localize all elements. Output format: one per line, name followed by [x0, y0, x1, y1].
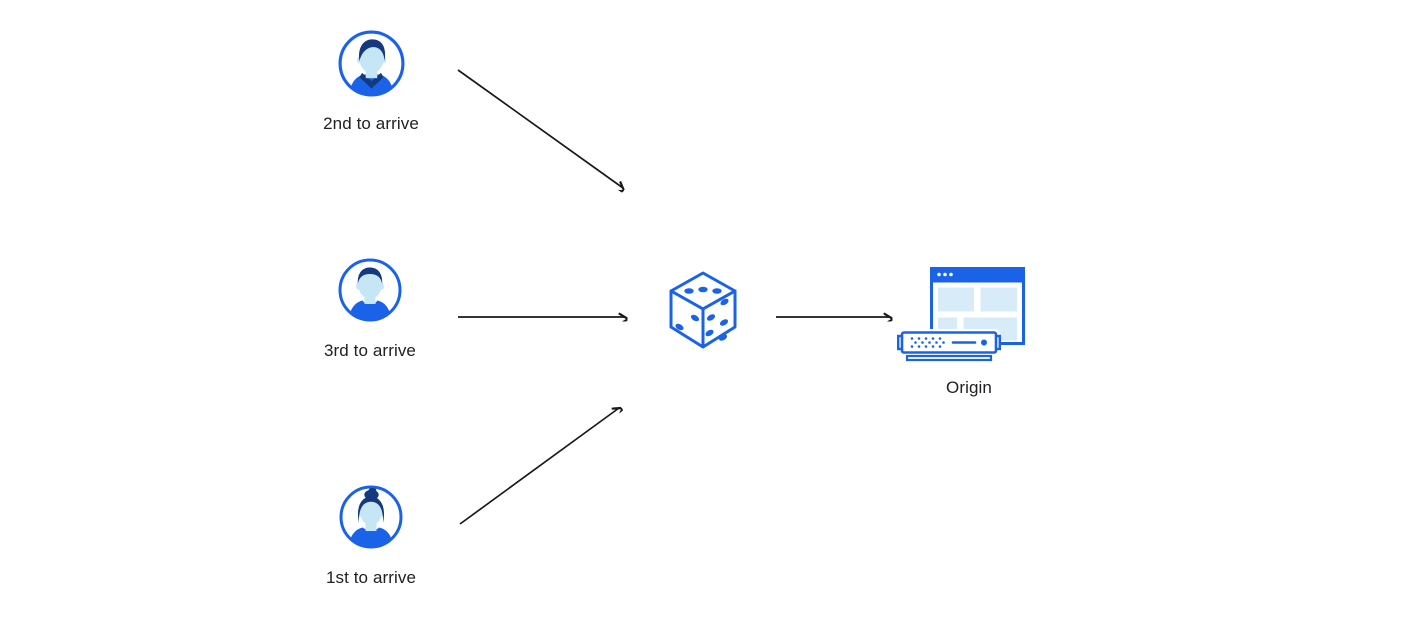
node-label: 3rd to arrive [323, 341, 416, 360]
server-icon [897, 329, 1001, 363]
user-male-avatar-icon [338, 258, 402, 322]
origin-label: Origin [946, 378, 992, 397]
node-user-1st: 1st to arrive [326, 485, 416, 587]
dice-icon [669, 271, 737, 349]
node-user-2nd: 2nd to arrive [323, 30, 419, 133]
node-user-3rd: 3rd to arrive [324, 258, 416, 360]
node-label: 1st to arrive [325, 568, 417, 587]
arrow-user-top-to-dice [457, 69, 623, 188]
user-female-avatar-icon [339, 485, 403, 549]
arrow-user-bottom-to-dice [459, 408, 619, 525]
node-label: 2nd to arrive [323, 114, 419, 133]
node-dice [668, 270, 738, 350]
user-male-avatar-icon [338, 30, 405, 97]
node-origin: Origin [897, 267, 1057, 407]
